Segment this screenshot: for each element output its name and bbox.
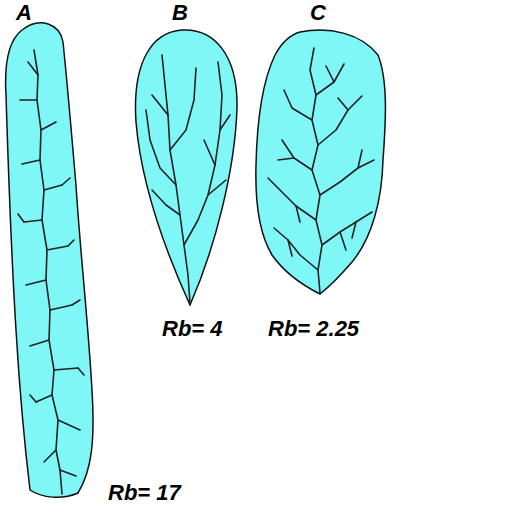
stream-line [278, 66, 362, 256]
stream-line [20, 62, 80, 476]
basin-letter: B [172, 2, 188, 24]
basin-outline [256, 30, 386, 294]
bifurcation-ratio: Rb= 2.25 [268, 318, 359, 340]
stream-line [18, 178, 84, 402]
bifurcation-ratio: Rb= 4 [162, 318, 223, 340]
stream-line [268, 64, 374, 270]
stream-line [184, 62, 222, 245]
stream-line [162, 55, 190, 303]
basin-letter: A [16, 2, 32, 24]
stream-line [146, 68, 230, 215]
stream-line [34, 50, 62, 494]
bifurcation-ratio: Rb= 17 [108, 482, 181, 504]
basin-outline [6, 23, 93, 497]
basin-outline [135, 30, 237, 305]
basin-letter: C [310, 2, 326, 24]
